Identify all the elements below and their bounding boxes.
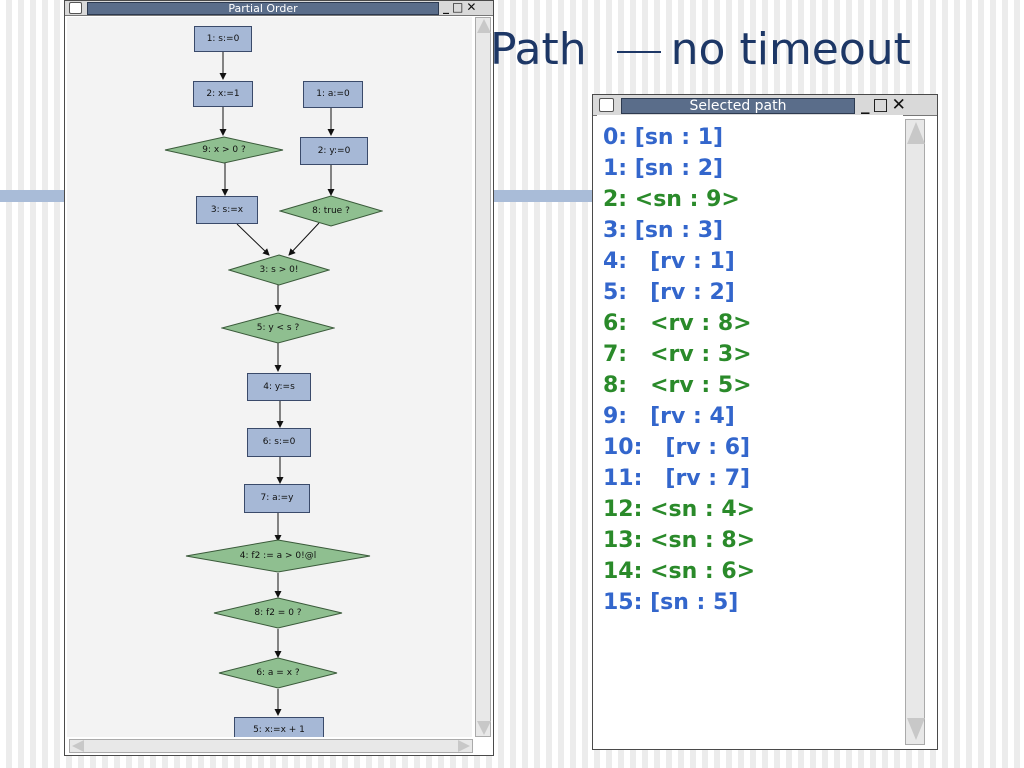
- window-menu-icon[interactable]: [69, 2, 82, 14]
- title-dash: [616, 51, 661, 53]
- graph-node[interactable]: 4: y:=s: [247, 373, 311, 401]
- diamond-shape: [218, 657, 338, 689]
- selected-path-vertical-scrollbar[interactable]: [905, 119, 925, 745]
- partial-order-titlebar[interactable]: Partial Order _□✕: [65, 0, 493, 16]
- selected-path-window-controls: _□✕: [861, 95, 909, 115]
- graph-node[interactable]: 9: x > 0 ?: [164, 136, 284, 164]
- scroll-right-arrow-icon[interactable]: [458, 740, 470, 752]
- diamond-shape: [164, 136, 284, 164]
- graph-node[interactable]: 8: f2 = 0 ?: [213, 597, 343, 629]
- partial-order-window: Partial Order _□✕: [64, 0, 494, 756]
- partial-order-window-controls: _□✕: [443, 0, 479, 14]
- graph-node[interactable]: 7: a:=y: [244, 484, 310, 513]
- scroll-down-arrow-icon[interactable]: [907, 718, 925, 740]
- partial-order-horizontal-scrollbar[interactable]: [69, 739, 473, 753]
- diamond-shape: [221, 312, 335, 344]
- slide-title: Path no timeout: [490, 24, 911, 75]
- selected-path-titlebar[interactable]: Selected path _□✕: [593, 95, 937, 116]
- path-step[interactable]: 3: [sn : 3]: [603, 218, 724, 243]
- minimize-icon[interactable]: _: [861, 95, 873, 115]
- graph-canvas: 1: s:=0 2: x:=1 1: a:=0 9: x > 0 ? 2: y:…: [67, 17, 472, 737]
- graph-node[interactable]: 3: s > 0!: [228, 254, 330, 286]
- diamond-shape: [213, 597, 343, 629]
- scroll-up-arrow-icon[interactable]: [907, 122, 925, 144]
- slide-title-left: Path: [490, 24, 587, 75]
- path-step[interactable]: 15: [sn : 5]: [603, 590, 739, 615]
- path-step[interactable]: 6: <rv : 8>: [603, 311, 752, 336]
- path-step[interactable]: 0: [sn : 1]: [603, 125, 724, 150]
- selected-path-title: Selected path: [621, 98, 855, 114]
- diamond-shape: [279, 195, 383, 227]
- decorative-bar-middle: [494, 190, 594, 202]
- graph-node[interactable]: 2: x:=1: [193, 81, 253, 107]
- path-step[interactable]: 4: [rv : 1]: [603, 249, 735, 274]
- path-step[interactable]: 8: <rv : 5>: [603, 373, 752, 398]
- partial-order-title: Partial Order: [87, 2, 439, 15]
- graph-node[interactable]: 6: s:=0: [247, 428, 311, 457]
- window-menu-icon[interactable]: [599, 98, 614, 112]
- path-step[interactable]: 5: [rv : 2]: [603, 280, 735, 305]
- graph-node[interactable]: 8: true ?: [279, 195, 383, 227]
- diamond-shape: [228, 254, 330, 286]
- scroll-left-arrow-icon[interactable]: [72, 740, 84, 752]
- path-step[interactable]: 9: [rv : 4]: [603, 404, 735, 429]
- partial-order-vertical-scrollbar[interactable]: [475, 17, 491, 737]
- graph-node[interactable]: 2: y:=0: [300, 137, 368, 165]
- graph-node[interactable]: 6: a = x ?: [218, 657, 338, 689]
- scroll-up-arrow-icon[interactable]: [477, 19, 491, 33]
- path-step[interactable]: 11: [rv : 7]: [603, 466, 751, 491]
- path-step[interactable]: 7: <rv : 3>: [603, 342, 752, 367]
- slide-title-right: no timeout: [670, 24, 911, 75]
- graph-node[interactable]: 4: f2 := a > 0!@l: [185, 539, 371, 573]
- graph-node[interactable]: 3: s:=x: [196, 196, 258, 224]
- graph-node[interactable]: 1: s:=0: [194, 26, 252, 52]
- graph-edges: [219, 52, 335, 716]
- scroll-down-arrow-icon[interactable]: [477, 721, 491, 735]
- graph-node[interactable]: 5: x:=x + 1: [234, 717, 324, 737]
- path-step[interactable]: 13: <sn : 8>: [603, 528, 756, 553]
- path-step[interactable]: 2: <sn : 9>: [603, 187, 740, 212]
- maximize-icon[interactable]: □: [872, 95, 892, 115]
- close-icon[interactable]: ✕: [466, 0, 480, 14]
- decorative-bar-left: [0, 190, 66, 202]
- graph-node[interactable]: 5: y < s ?: [221, 312, 335, 344]
- path-step[interactable]: 12: <sn : 4>: [603, 497, 756, 522]
- selected-path-list: 0: [sn : 1] 1: [sn : 2] 2: <sn : 9> 3: […: [597, 115, 903, 735]
- path-step[interactable]: 14: <sn : 6>: [603, 559, 756, 584]
- path-step[interactable]: 1: [sn : 2]: [603, 156, 724, 181]
- graph-node[interactable]: 1: a:=0: [303, 81, 363, 108]
- minimize-icon[interactable]: _: [443, 0, 452, 14]
- path-step[interactable]: 10: [rv : 6]: [603, 435, 751, 460]
- diamond-shape: [185, 539, 371, 573]
- close-icon[interactable]: ✕: [891, 95, 909, 115]
- selected-path-window: Selected path _□✕ 0: [sn : 1] 1: [sn : 2…: [592, 94, 938, 750]
- maximize-icon[interactable]: □: [452, 0, 467, 14]
